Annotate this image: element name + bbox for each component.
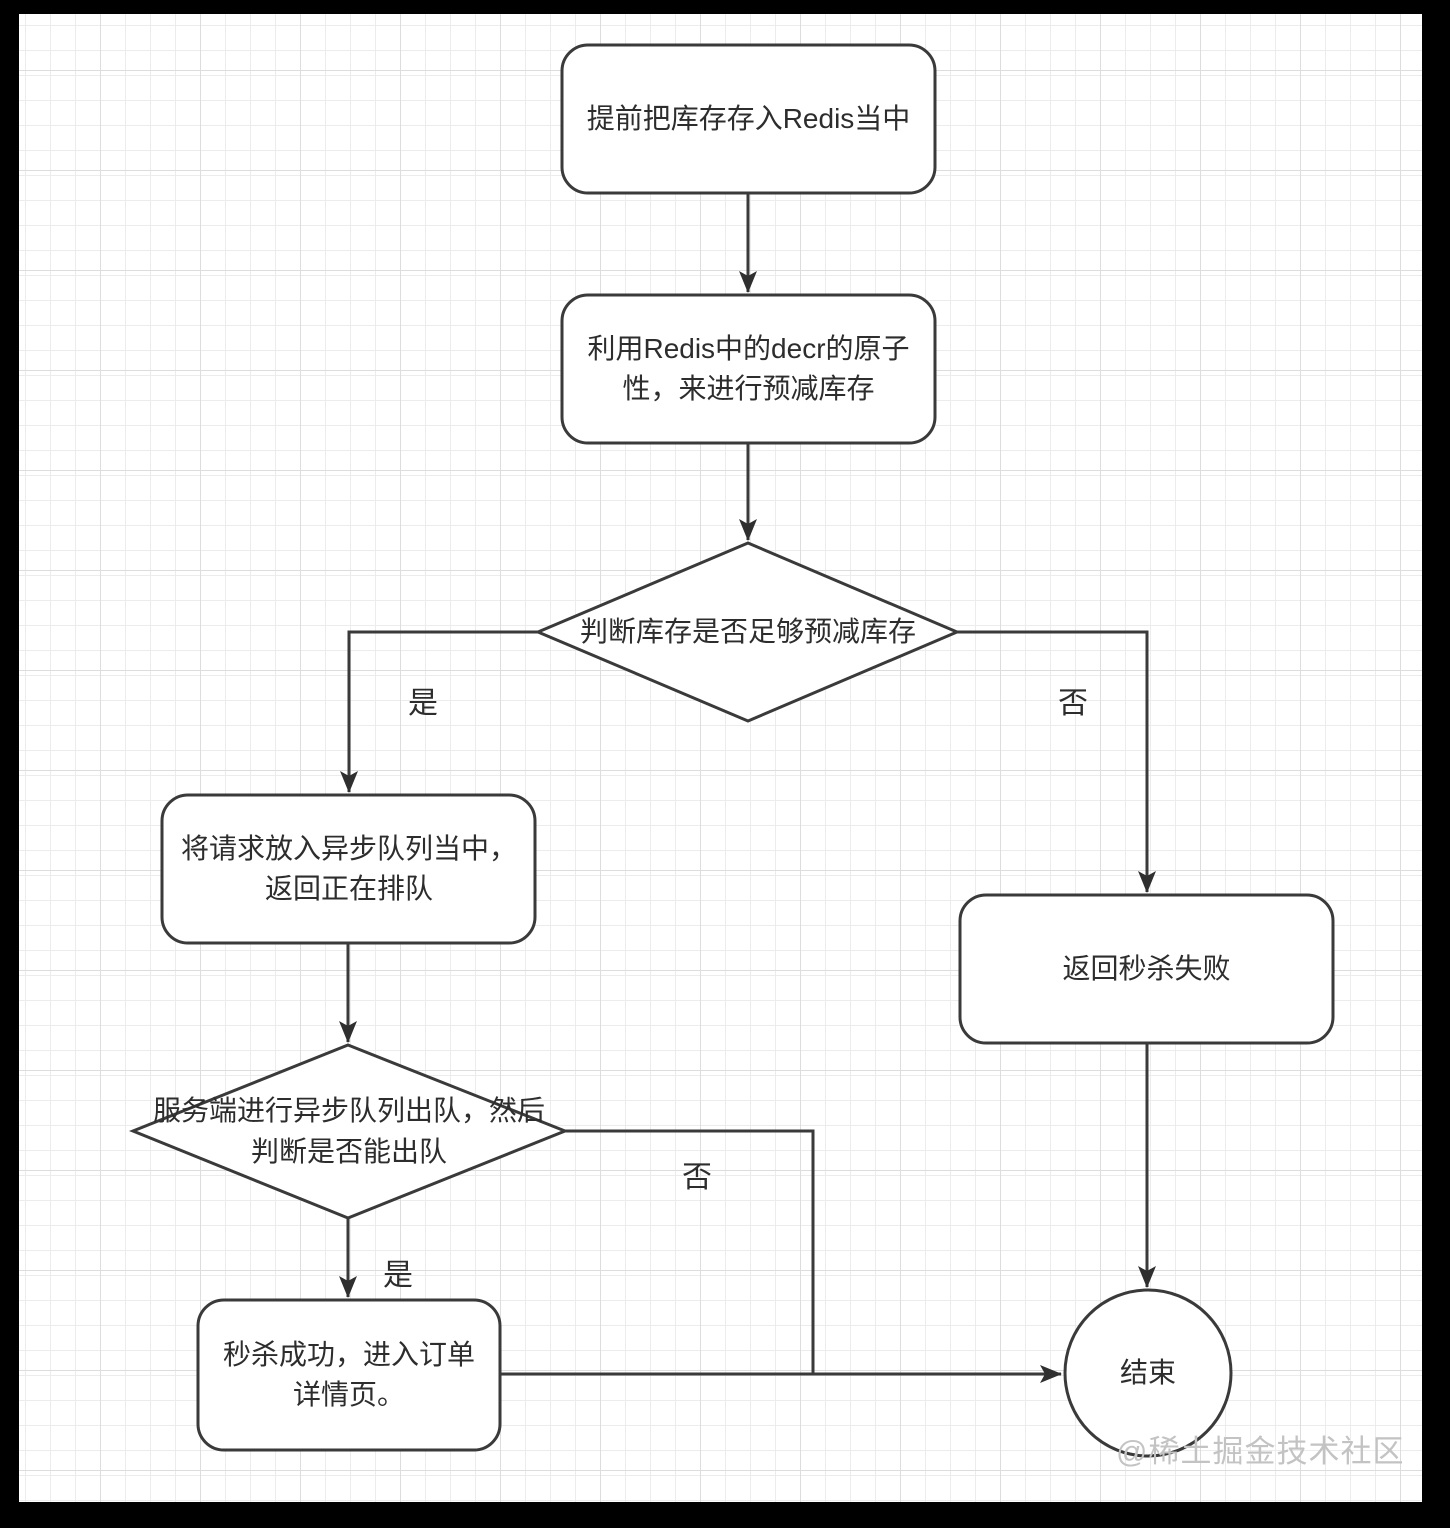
end-terminator-shape bbox=[1063, 1288, 1233, 1458]
fail-node-label: 返回秒杀失败 bbox=[1062, 952, 1231, 984]
check-stock-node-label: 判断库存是否足够预减库存 bbox=[579, 615, 916, 647]
watermark-text: @稀土掘金技术社区 bbox=[1116, 1434, 1405, 1469]
dequeue-yes-label: 是 bbox=[383, 1259, 413, 1292]
edge-dequeue-no-to-end bbox=[565, 1129, 815, 1374]
success-process-shape bbox=[196, 1298, 502, 1452]
preload-process-shape bbox=[560, 43, 937, 195]
decr-node-label: 利用Redis中的decr的原子性，来进行预减库存 bbox=[587, 332, 910, 404]
check-stock-yes-label: 是 bbox=[408, 687, 438, 720]
success-node-label: 秒杀成功，进入订单详情页。 bbox=[222, 1338, 475, 1410]
check-stock-decision-shape bbox=[534, 541, 961, 723]
grid-canvas bbox=[19, 14, 1422, 1502]
dequeue-no-label: 否 bbox=[682, 1161, 712, 1194]
dequeue-decision-shape bbox=[128, 1043, 570, 1220]
preload-node-label: 提前把库存存入Redis当中 bbox=[586, 102, 911, 134]
fail-process-shape bbox=[958, 893, 1335, 1045]
decr-process-shape bbox=[560, 293, 937, 445]
check-stock-no-label: 否 bbox=[1058, 687, 1088, 720]
dequeue-node-label: 服务端进行异步队列出队，然后判断是否能出队 bbox=[152, 1095, 545, 1167]
edge-check-no-to-fail bbox=[957, 630, 1156, 893]
edge-check-yes-to-enqueue bbox=[340, 630, 538, 793]
end-node-label: 结束 bbox=[1119, 1356, 1176, 1388]
enqueue-node-label: 将请求放入异步队列当中，返回正在排队 bbox=[180, 832, 517, 904]
enqueue-process-shape bbox=[160, 793, 537, 945]
